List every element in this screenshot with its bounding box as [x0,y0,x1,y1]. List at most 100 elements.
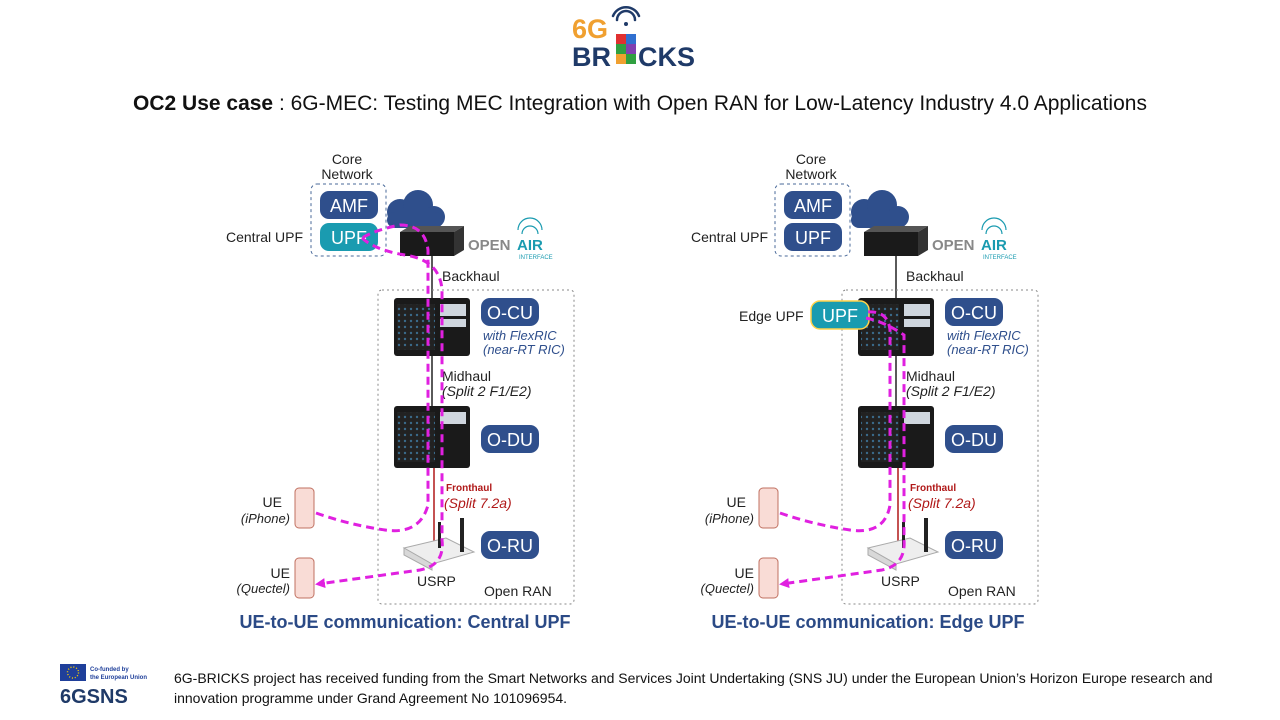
wifi-icon [611,6,641,26]
eu-flag-logo: Co-funded by the European Union [60,664,147,681]
openair-open-text-r: OPEN [932,237,975,254]
midhaul-split-label-r: (Split 2 F1/E2) [906,383,995,399]
ocu-box-r [945,298,1003,326]
central-upf-box-r [784,223,842,251]
title-bold: OC2 Use case [133,92,274,115]
edge-upf-text: UPF [822,306,858,326]
edge-upf-box [810,300,870,330]
core-network-text-r: Core [796,151,827,167]
oru-box-r [945,531,1003,559]
core-network-box [310,183,387,257]
central-upf-text-r: UPF [795,228,831,248]
ue-iphone-label: UE [263,494,282,510]
odu-box-r [945,425,1003,453]
openair-interface-text: INTERFACE [519,255,553,261]
ue-iphone-label-r: UE [727,494,746,510]
ocu-label: O-CU [487,303,533,323]
ocu-label-r: O-CU [951,303,997,323]
open-ran-label: Open RAN [484,583,552,599]
amf-box-r [784,191,842,219]
brick-cube-icon [616,34,636,64]
open-ran-box [377,289,575,605]
open-ran-box-r [841,289,1039,605]
usrp-device-icon [402,518,476,571]
ocu-server-icon-r [858,298,934,356]
caption-edge-upf: UE-to-UE communication: Edge UPF [711,612,1024,632]
phone-icon-iphone [758,487,779,529]
title-rest: : 6G-MEC: Testing MEC Integration with O… [273,92,1147,115]
sns-logo: 6GSNS [60,686,128,708]
logo-cks-text: CKS [638,42,695,72]
usrp-device-icon-r [866,518,940,571]
near-rt-ric-label-r: (near-RT RIC) [947,342,1029,357]
midhaul-label-r: Midhaul [906,368,955,384]
odu-label: O-DU [487,430,533,450]
flexric-label-r: with FlexRIC [947,328,1021,343]
odu-server-icon [394,406,470,468]
usrp-label: USRP [417,573,456,589]
ue-quectel-label-r: UE [735,565,754,581]
open-ran-label-r: Open RAN [948,583,1016,599]
upf-label: UPF [331,228,367,248]
central-upf-label: Central UPF [226,229,303,245]
eu-line1: Co-funded by [90,667,129,673]
server-box-icon [864,226,928,256]
odu-label-r: O-DU [951,430,997,450]
openair-air-text-r: AIR [981,237,1007,254]
upf-box [320,223,378,251]
ocu-box [481,298,539,326]
cloud-icon [387,190,445,228]
page-title: OC2 Use case : 6G-MEC: Testing MEC Integ… [0,92,1280,116]
cloud-icon [851,190,909,228]
server-box-icon [400,226,464,256]
funding-statement: 6G-BRICKS project has received funding f… [174,670,1213,706]
ue-quectel-sub: (Quectel) [237,581,290,596]
usrp-label-r: USRP [881,573,920,589]
openair-open-text: OPEN [468,237,511,254]
core-network-text: Core [332,151,363,167]
logo-6g-text: 6G [572,14,608,44]
midhaul-label: Midhaul [442,368,491,384]
backhaul-label: Backhaul [442,268,500,284]
ue-iphone-sub-r: (iPhone) [705,511,754,526]
phone-icon-quectel [758,557,779,599]
edge-upf-label: Edge UPF [739,308,804,324]
fronthaul-label-r: Fronthaul [910,483,956,494]
amf-box [320,191,378,219]
openair-interface-text-r: INTERFACE [983,255,1017,261]
core-network-text-r-2: Network [785,166,837,182]
traffic-path [315,223,444,589]
bricks-logo: 6G BR CKS [572,6,695,72]
ue-iphone-sub: (iPhone) [241,511,290,526]
openair-logo: OPEN AIR INTERFACE [468,217,553,261]
ue-quectel-sub-r: (Quectel) [701,581,754,596]
oru-box [481,531,539,559]
fronthaul-split-label-r: (Split 7.2a) [908,495,976,511]
oru-label: O-RU [487,536,533,556]
amf-label: AMF [330,196,368,216]
central-upf-label-r: Central UPF [691,229,768,245]
caption-central-upf: UE-to-UE communication: Central UPF [239,612,570,632]
logo-br-text: BR [572,42,611,72]
eu-line2: the European Union [90,675,147,681]
fronthaul-label: Fronthaul [446,483,492,494]
odu-box [481,425,539,453]
ue-quectel-label: UE [271,565,290,581]
flexric-label: with FlexRIC [483,328,557,343]
traffic-path-r [779,310,906,588]
odu-server-icon-r [858,406,934,468]
phone-icon-quectel [294,557,315,599]
core-network-text-2: Network [321,166,373,182]
backhaul-label-r: Backhaul [906,268,964,284]
near-rt-ric-label: (near-RT RIC) [483,342,565,357]
openair-logo-r: OPEN AIR INTERFACE [932,217,1017,261]
openair-air-text: AIR [517,237,543,254]
amf-label-r: AMF [794,196,832,216]
core-network-box-r [774,183,851,257]
fronthaul-split-label: (Split 7.2a) [444,495,512,511]
